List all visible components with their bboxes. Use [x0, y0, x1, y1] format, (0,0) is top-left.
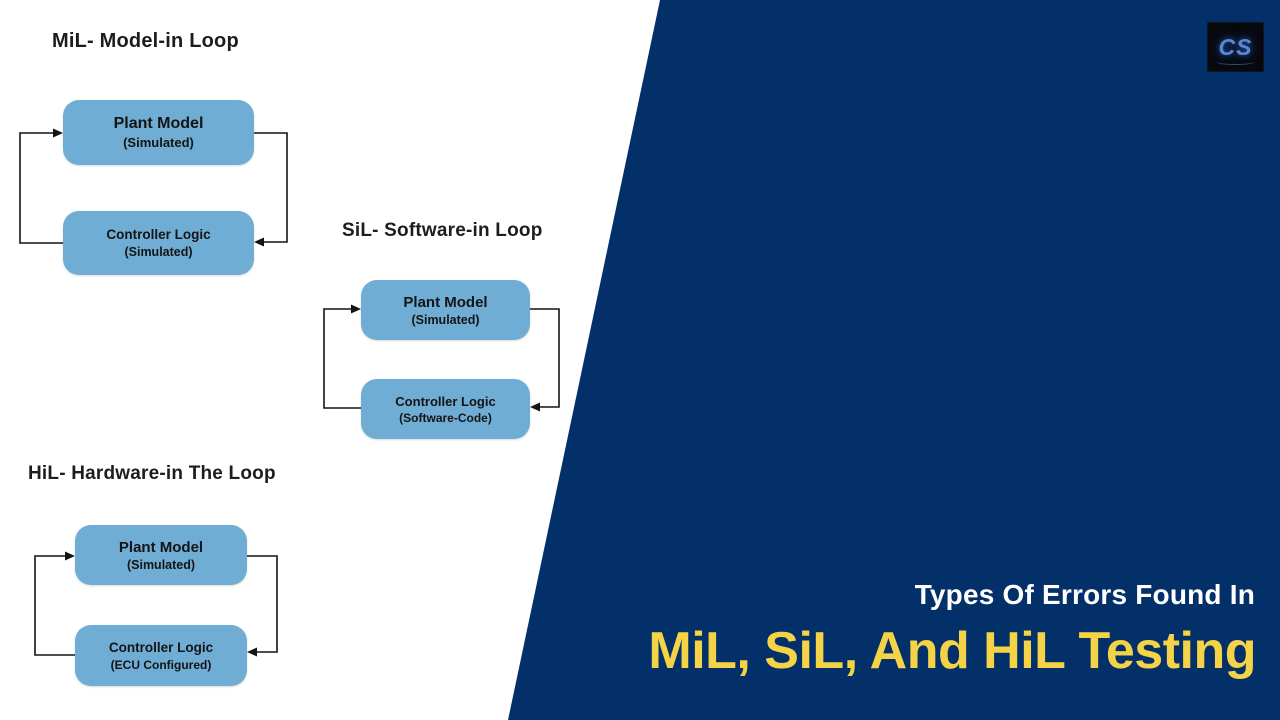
node-title: Plant Model	[403, 293, 488, 311]
node-subtitle: (Simulated)	[126, 557, 196, 572]
diagram-hil-title: HiL- Hardware-in The Loop	[28, 463, 276, 484]
arrowhead-into-plant	[65, 551, 75, 561]
feedback-arrow-left	[323, 308, 361, 409]
banner-title: MiL, SiL, And HiL Testing	[648, 622, 1256, 680]
cs-logo-text: CS	[1218, 33, 1253, 60]
node-subtitle: (Simulated)	[411, 312, 480, 327]
arrowhead-into-plant	[53, 128, 63, 138]
node-subtitle: (Software-Code)	[399, 410, 492, 425]
node-title: Plant Model	[118, 538, 204, 556]
logo-swash-decoration	[1216, 59, 1255, 65]
node-plant-model: Plant Model (Simulated)	[361, 280, 530, 340]
loop-arrows-mil	[19, 128, 288, 247]
node-subtitle: (ECU Configured)	[110, 657, 212, 672]
diagram-hil: HiL- Hardware-in The Loop Plant Model (S…	[0, 440, 310, 720]
node-title: Plant Model	[113, 115, 204, 132]
banner-subtitle: Types Of Errors Found In	[914, 579, 1255, 610]
node-plant-model: Plant Model (Simulated)	[63, 100, 254, 165]
arrowhead-into-plant	[351, 304, 361, 314]
signal-arrow-right	[530, 308, 560, 408]
arrowhead-into-controller	[254, 237, 264, 247]
node-title: Controller Logic	[106, 227, 211, 242]
feedback-arrow-left	[34, 555, 75, 656]
cs-logo: CS	[1207, 22, 1264, 72]
node-subtitle: (Simulated)	[123, 135, 194, 150]
diagram-mil: MiL- Model-in Loop Plant Model (Simulate…	[0, 0, 310, 300]
signal-arrow-right	[247, 555, 278, 653]
diagram-sil-title: SiL- Software-in Loop	[342, 220, 543, 241]
node-controller-logic: Controller Logic (Simulated)	[63, 211, 254, 275]
node-controller-logic: Controller Logic (ECU Configured)	[75, 625, 247, 686]
loop-arrows-hil	[34, 551, 278, 657]
node-controller-logic: Controller Logic (Software-Code)	[361, 379, 530, 439]
loop-arrows-sil	[323, 304, 560, 412]
node-plant-model: Plant Model (Simulated)	[75, 525, 247, 585]
node-subtitle: (Simulated)	[124, 245, 193, 259]
node-title: Controller Logic	[395, 393, 496, 409]
arrowhead-into-controller	[247, 647, 257, 657]
signal-arrow-right	[254, 132, 288, 243]
feedback-arrow-left	[19, 132, 63, 244]
node-title: Controller Logic	[108, 639, 214, 655]
diagram-sil: SiL- Software-in Loop Plant Model (Simul…	[310, 205, 580, 450]
arrowhead-into-controller	[530, 402, 540, 412]
diagram-mil-title: MiL- Model-in Loop	[52, 30, 239, 52]
